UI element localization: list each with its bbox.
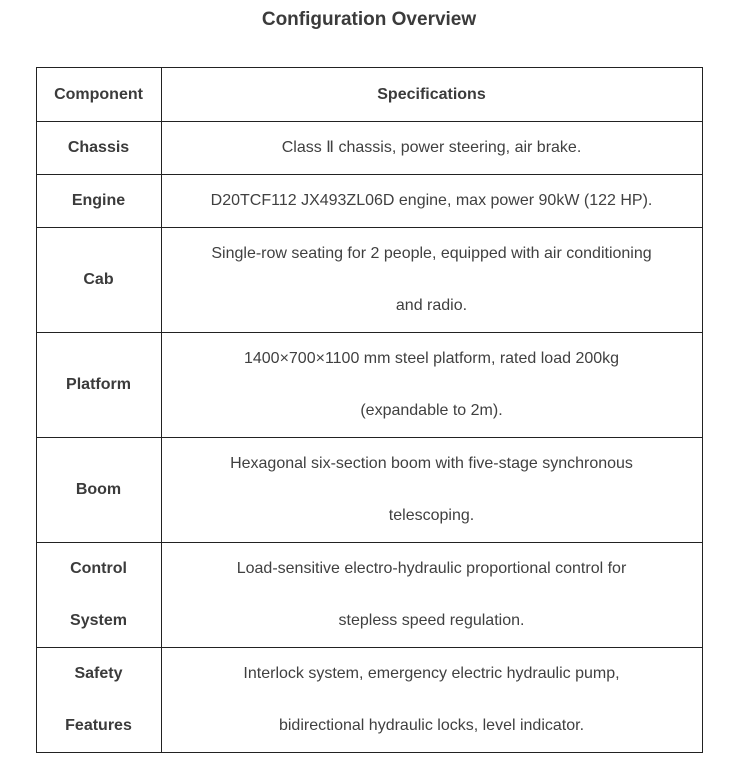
table-header-row: Component Specifications <box>35 67 703 122</box>
component-line: Cab <box>83 271 114 288</box>
spec-line: telescoping. <box>388 507 475 524</box>
component-line: Platform <box>66 376 131 393</box>
spec-line: stepless speed regulation. <box>338 612 525 629</box>
component-line: Safety <box>74 665 123 682</box>
spec-cell: Interlock system, emergency electric hyd… <box>160 647 703 753</box>
table-row: Platform 1400×700×1100 mm steel platform,… <box>35 332 703 438</box>
spec-cell: Hexagonal six-section boom with five-sta… <box>160 437 703 543</box>
component-line: Boom <box>75 481 122 498</box>
spec-line: Interlock system, emergency electric hyd… <box>243 665 620 682</box>
table-row: Chassis Class Ⅱ chassis, power steering, … <box>35 121 703 175</box>
component-line: Chassis <box>67 139 130 156</box>
spec-table-body: Chassis Class Ⅱ chassis, power steering, … <box>35 121 703 753</box>
column-header-component: Component <box>35 67 162 122</box>
spec-line: D20TCF112 JX493ZL06D engine, max power 9… <box>210 192 653 209</box>
component-cell: Cab <box>35 227 162 333</box>
spec-line: Load-sensitive electro-hydraulic proport… <box>236 560 627 577</box>
page-title: Configuration Overview <box>261 9 477 30</box>
table-row: Cab Single-row seating for 2 people, equi… <box>35 227 703 333</box>
spec-cell: D20TCF112 JX493ZL06D engine, max power 9… <box>160 174 703 228</box>
spec-line: and radio. <box>395 297 468 314</box>
spec-cell: Class Ⅱ chassis, power steering, air bra… <box>160 121 703 175</box>
component-cell: Platform <box>35 332 162 438</box>
spec-table: Component Specifications Chassis Class Ⅱ … <box>35 67 703 753</box>
spec-line: bidirectional hydraulic locks, level ind… <box>278 717 585 734</box>
component-cell: Engine <box>35 174 162 228</box>
spec-line: (expandable to 2m). <box>360 402 503 419</box>
table-row: Boom Hexagonal six-section boom with five… <box>35 437 703 543</box>
spec-cell: Load-sensitive electro-hydraulic proport… <box>160 542 703 648</box>
spec-line: Single-row seating for 2 people, equippe… <box>211 245 652 262</box>
component-line: Control <box>70 560 127 577</box>
component-cell: Boom <box>35 437 162 543</box>
component-line: System <box>70 612 127 629</box>
component-line: Engine <box>71 192 126 209</box>
column-header-specifications: Specifications <box>160 67 703 122</box>
spec-line: 1400×700×1100 mm steel platform, rated l… <box>243 350 620 367</box>
component-line: Features <box>65 717 132 734</box>
component-cell: Chassis <box>35 121 162 175</box>
spec-line: Hexagonal six-section boom with five-sta… <box>230 455 633 472</box>
spec-line: Class Ⅱ chassis, power steering, air bra… <box>281 139 582 156</box>
table-row: Engine D20TCF112 JX493ZL06D engine, max p… <box>35 174 703 228</box>
spec-cell: 1400×700×1100 mm steel platform, rated l… <box>160 332 703 438</box>
spec-cell: Single-row seating for 2 people, equippe… <box>160 227 703 333</box>
